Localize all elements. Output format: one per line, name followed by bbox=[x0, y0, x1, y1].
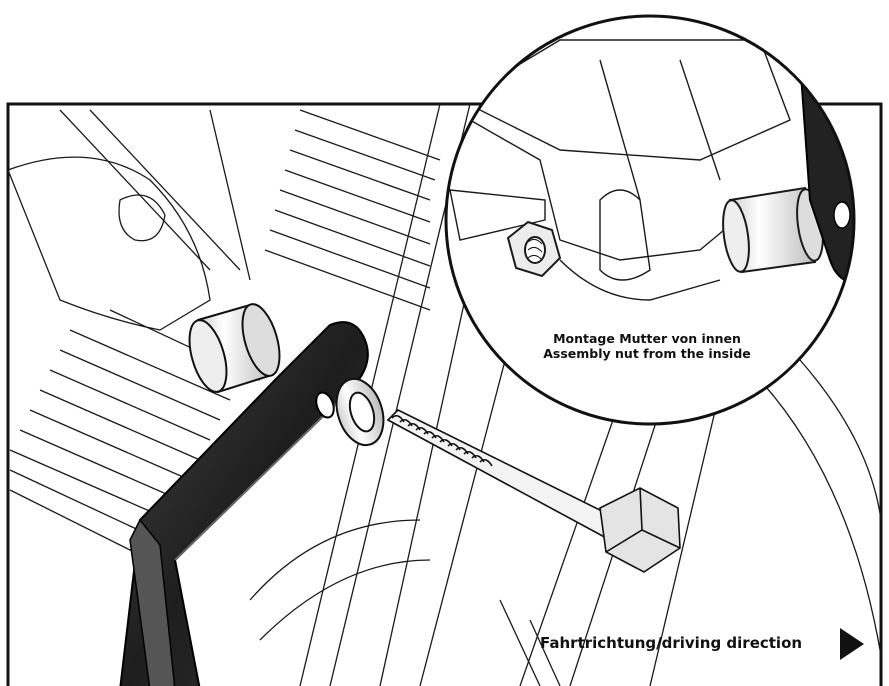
mounting-bracket bbox=[119, 321, 369, 686]
washer bbox=[335, 377, 385, 447]
bracket-hole bbox=[315, 391, 335, 419]
spacer-sleeve bbox=[188, 303, 281, 394]
triangle-right-icon bbox=[840, 628, 864, 660]
inset-caption-line-1: Montage Mutter von innen bbox=[553, 331, 741, 346]
inset-caption-line-2: Assembly nut from the inside bbox=[543, 346, 751, 361]
left-component-outline bbox=[8, 156, 211, 331]
driving-direction-label: Fahrtrichtung/driving direction bbox=[540, 634, 803, 652]
hex-nut-detail bbox=[506, 220, 562, 278]
inset-caption: Montage Mutter von innen Assembly nut fr… bbox=[487, 331, 807, 361]
detail-inset bbox=[444, 14, 856, 426]
bolt-thread bbox=[391, 414, 493, 467]
sleeve-detail bbox=[722, 186, 824, 274]
inset-border bbox=[444, 14, 856, 426]
hex-bolt bbox=[386, 409, 681, 573]
